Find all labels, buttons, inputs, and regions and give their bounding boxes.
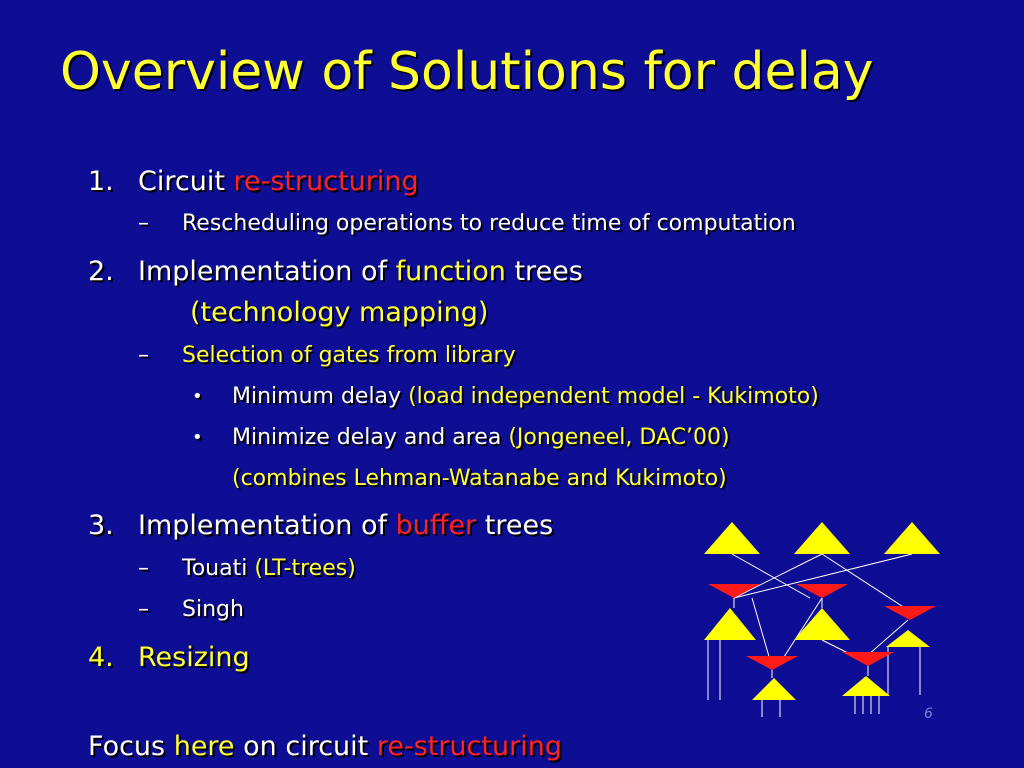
bullet-glyph: • [192, 427, 203, 448]
item-text-line2: (technology mapping) [190, 297, 489, 328]
item-text-plain: trees [476, 510, 554, 541]
item-number: 1. [88, 166, 114, 197]
item-number: 2. [88, 256, 114, 287]
bullet-glyph: • [192, 386, 203, 407]
slide-title: Overview of Solutions for delay [60, 42, 874, 102]
bullet-text-highlight: (Jongeneel, DAC’00) [508, 425, 730, 450]
item-text: Implementation of function trees [138, 255, 583, 289]
bullet-text-highlight: (load independent model - Kukimoto) [408, 384, 819, 409]
page-number: 6 [924, 706, 933, 722]
inverter-gate [708, 584, 760, 598]
focus-text-highlight: here [173, 731, 235, 762]
sub-item-text: Touati (LT-trees) [182, 555, 356, 583]
sub-dash: – [138, 597, 149, 622]
inverter-gate [746, 656, 798, 670]
focus-text-plain: on circuit [234, 731, 377, 762]
item-text-plain: trees [505, 256, 583, 287]
bullet-text: Minimize delay and area (Jongeneel, DAC’… [232, 424, 730, 452]
wire [731, 553, 811, 599]
buffer-gate [794, 522, 850, 554]
buffer-tree-diagram [704, 522, 940, 717]
item-text: Implementation of buffer trees [138, 509, 553, 543]
bullet-text-plain: Minimize delay and area [232, 425, 509, 450]
wire [821, 553, 909, 611]
sub-dash: – [138, 343, 149, 368]
sub-item-text-highlight: (LT-trees) [254, 556, 356, 581]
item-number: 3. [88, 510, 114, 541]
wire [751, 597, 771, 661]
diagram-wires [707, 553, 921, 717]
item-text-plain: Implementation of [138, 510, 396, 541]
buffer-gate [794, 608, 850, 640]
item-text: Resizing [138, 642, 250, 673]
item-text-highlight: buffer [395, 510, 477, 541]
buffer-gate [704, 522, 760, 554]
item-text-plain: Circuit [138, 166, 234, 197]
focus-statement: Focus here on circuit re-structuring [88, 730, 562, 764]
sub-item-text: Singh [182, 597, 244, 622]
wire [867, 619, 909, 656]
bullet-text-plain: Minimum delay [232, 384, 409, 409]
buffer-gate [704, 608, 756, 640]
buffer-gate [884, 522, 940, 554]
sub-item-text-plain: Touati [182, 556, 255, 581]
bullet-text: Minimum delay (load independent model - … [232, 383, 819, 411]
sub-item-text: Rescheduling operations to reduce time o… [182, 211, 796, 236]
bullet-note: (combines Lehman-Watanabe and Kukimoto) [232, 466, 727, 491]
item-text-highlight: function [395, 256, 506, 287]
sub-dash: – [138, 556, 149, 581]
wire [733, 553, 913, 599]
item-text: Circuit re-structuring [138, 165, 419, 199]
yellow-gates [704, 522, 940, 700]
item-number: 4. [88, 642, 114, 673]
sub-item-text: Selection of gates from library [182, 343, 516, 368]
buffer-gate [752, 678, 796, 700]
sub-dash: – [138, 211, 149, 236]
focus-text-plain: Focus [88, 731, 174, 762]
buffer-gate [886, 630, 930, 647]
red-gates [708, 584, 936, 670]
wire [733, 553, 823, 599]
inverter-gate [842, 652, 894, 666]
item-text-highlight: re-structuring [233, 166, 419, 197]
wire [781, 597, 823, 661]
item-text-plain: Implementation of [138, 256, 396, 287]
buffer-gate [842, 676, 890, 696]
inverter-gate [884, 606, 936, 620]
focus-text-highlight: re-structuring [376, 731, 562, 762]
inverter-gate [796, 584, 848, 598]
